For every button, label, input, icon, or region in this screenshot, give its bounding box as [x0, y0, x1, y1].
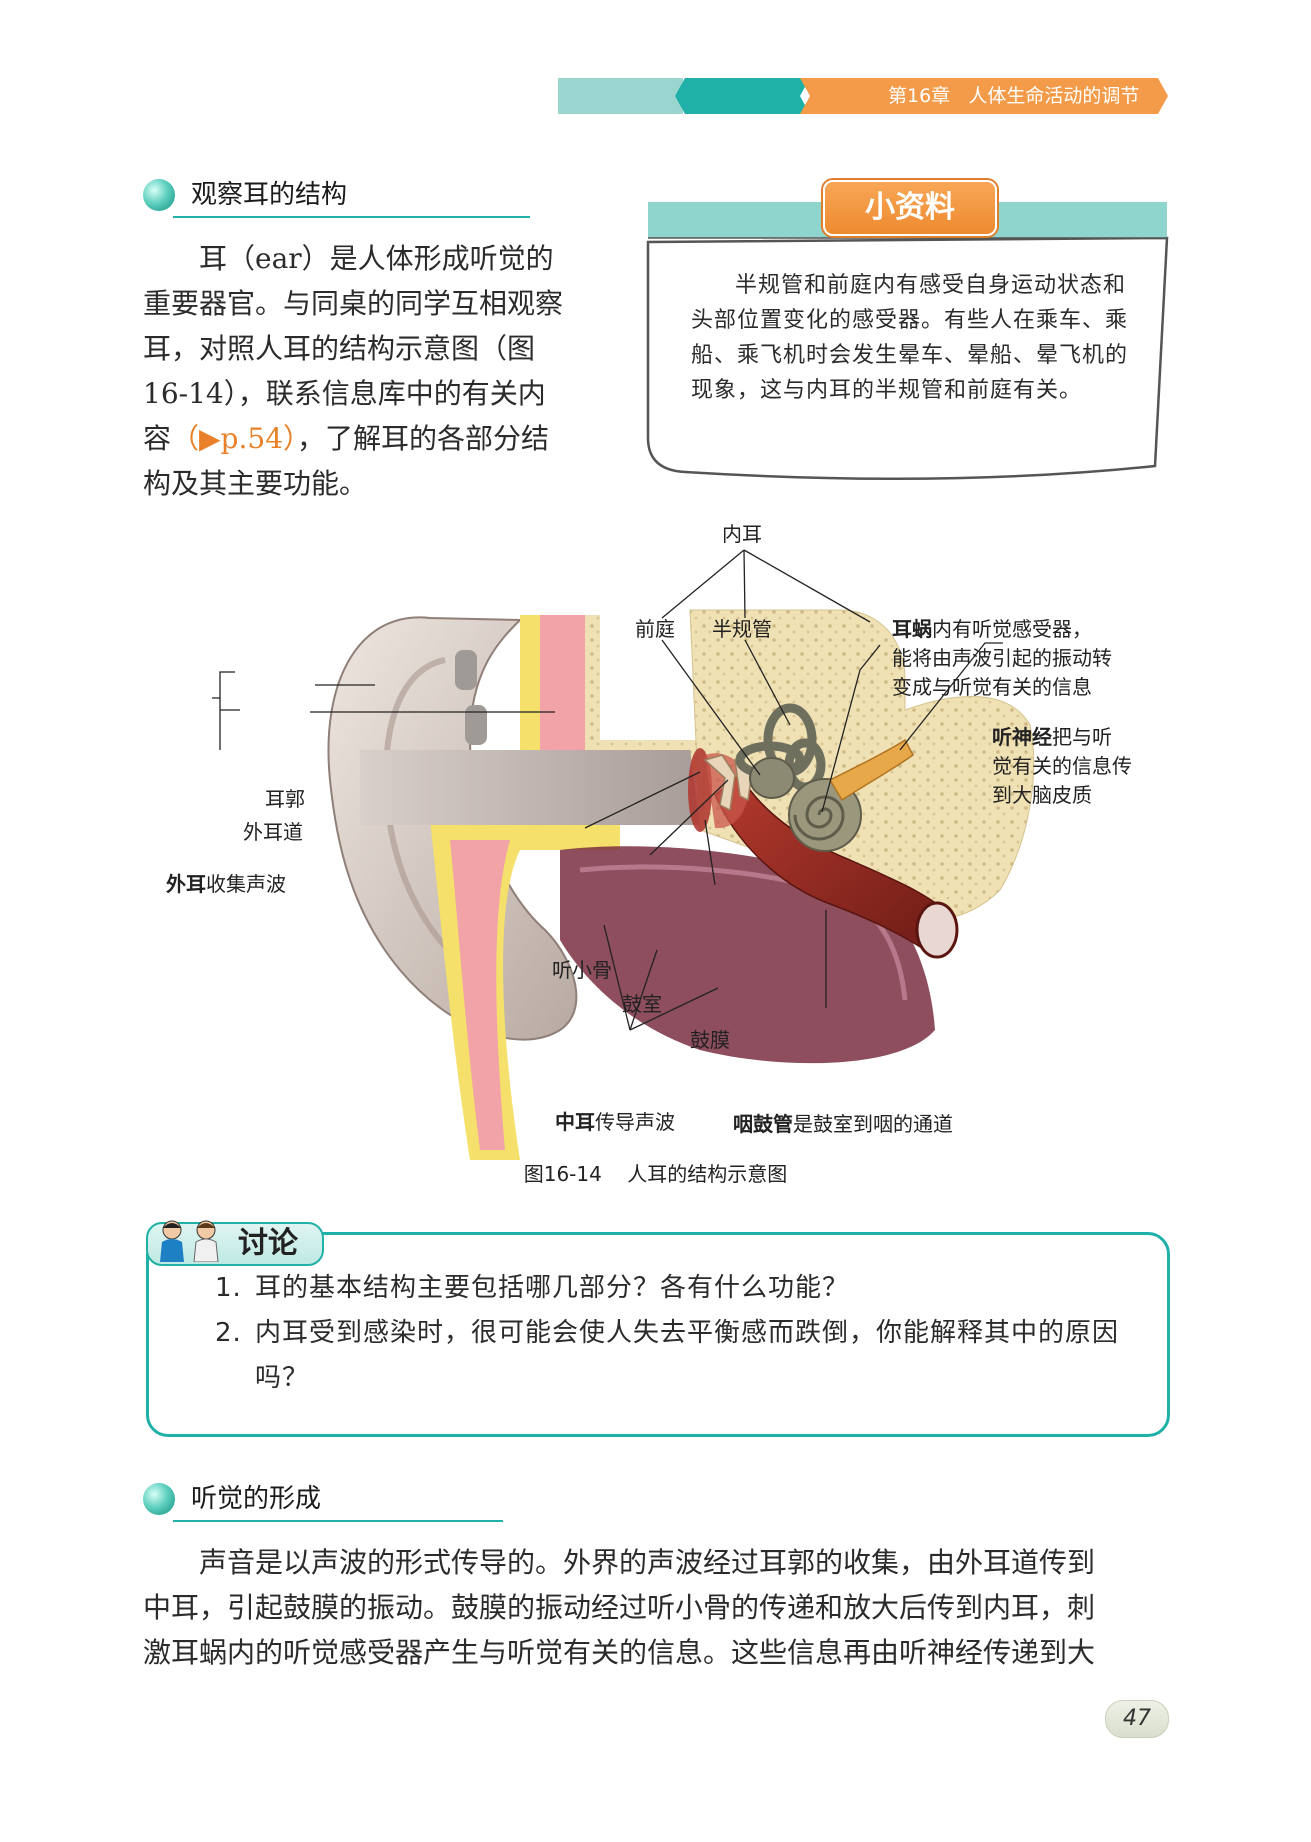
label-auricle: 耳郭 [265, 787, 305, 811]
label-auditory-nerve: 听神经把与听 觉有关的信息传 到大脑皮质 [992, 725, 1132, 807]
bullet-ball-icon [143, 179, 175, 211]
ear-illustration [212, 549, 1035, 1160]
ossicles-shape [703, 754, 736, 812]
paragraph-line: 中耳，引起鼓膜的振动。鼓膜的振动经过听小骨的传递和放大后传到内耳，刺 [143, 1591, 1096, 1624]
label-ear-canal: 外耳道 [243, 820, 303, 844]
header-band-segment [558, 78, 683, 114]
term-eustachian-tube: 咽鼓管 [733, 1112, 793, 1136]
paragraph-line: 声音是以声波的形式传导的。外界的声波经过耳郭的收集，由外耳道传到 [199, 1546, 1096, 1579]
auditory-nerve-shape [828, 738, 914, 802]
section-title: 听觉的形成 [191, 1484, 322, 1514]
label-inner-ear: 内耳 [722, 522, 762, 546]
ear-structure-figure: 内耳 前庭 半规管 耳蜗内有听觉感受器， 能将由声波引起的振动转 变成与听觉有关… [0, 510, 1311, 1200]
label-eardrum: 鼓膜 [690, 1028, 730, 1052]
paragraph-line: 激耳蜗内的听觉感受器产生与听觉有关的信息。这些信息再由听神经传递到大 [143, 1636, 1096, 1669]
chapter-title: 第16章 人体生命活动的调节 [888, 85, 1140, 107]
ear-canal [360, 750, 700, 825]
figure-caption: 图16-14 人耳的结构示意图 [523, 1162, 788, 1186]
leader-lines [212, 549, 1003, 1031]
discussion-question: 1. 耳的基本结构主要包括哪几部分？各有什么功能？ [215, 1273, 850, 1303]
paragraph-line: 耳，对照人耳的结构示意图（图 [143, 332, 536, 365]
discussion-title: 讨论 [238, 1226, 298, 1261]
header-band-segment [675, 78, 810, 114]
hearing-paragraph: 声音是以声波的形式传导的。外界的声波经过耳郭的收集，由外耳道传到 中耳，引起鼓膜… [143, 1540, 1173, 1675]
section-title: 观察耳的结构 [191, 180, 348, 210]
label-semicircular-canals: 半规管 [712, 617, 772, 641]
paragraph-line: 16-14），联系信息库中的有关内 [143, 377, 546, 410]
term-auditory-nerve: 听神经 [992, 725, 1052, 749]
page-number: 47 [1105, 1700, 1169, 1738]
paragraph-line: 构及其主要功能。 [143, 467, 368, 500]
term-middle-ear: 中耳 [555, 1110, 595, 1134]
header-band-chapter [800, 78, 1168, 114]
label-eustachian-tube: 咽鼓管是鼓室到咽的通道 [733, 1112, 953, 1136]
discussion-questions: 1. 耳的基本结构主要包括哪几部分？各有什么功能？ 2. 内耳受到感染时，很可能… [215, 1266, 1135, 1401]
bullet-ball-icon [143, 1483, 175, 1515]
label-ossicles: 听小骨 [552, 958, 612, 982]
discussion-tab [146, 1220, 324, 1266]
students-icon [160, 1220, 219, 1262]
label-middle-ear: 中耳传导声波 [555, 1110, 675, 1134]
heading-underline [173, 1520, 503, 1522]
label-vestibule: 前庭 [635, 617, 675, 641]
discussion-question: 2. 内耳受到感染时，很可能会使人失去平衡感而跌倒，你能解释其中的原因吗？ [215, 1318, 1120, 1393]
paragraph-line-with-ref: 容（▶p.54），了解耳的各部分结 [143, 422, 550, 455]
label-tympanic-cavity: 鼓室 [622, 992, 662, 1016]
term-outer-ear: 外耳 [166, 872, 206, 896]
info-box: 小资料 半规管和前庭内有感受自身运动状态和头部位置变化的感受器。有些人在乘车、乘… [645, 180, 1170, 483]
term-cochlea: 耳蜗 [892, 617, 932, 641]
info-box-tab: 小资料 [823, 180, 997, 236]
page-reference-link[interactable]: （▶p.54） [171, 422, 298, 455]
heading-underline [173, 216, 530, 218]
paragraph-line: 耳（ear）是人体形成听觉的 [199, 242, 554, 275]
intro-paragraph: 耳（ear）是人体形成听觉的 重要器官。与同桌的同学互相观察 耳，对照人耳的结构… [143, 236, 613, 506]
paragraph-line: 重要器官。与同桌的同学互相观察 [143, 287, 564, 320]
info-box-text: 半规管和前庭内有感受自身运动状态和头部位置变化的感受器。有些人在乘车、乘船、乘飞… [691, 273, 1129, 403]
eardrum-shape [688, 748, 712, 832]
label-outer-ear: 外耳收集声波 [166, 872, 286, 896]
discussion-box [146, 1232, 1170, 1437]
label-cochlea: 耳蜗内有听觉感受器， 能将由声波引起的振动转 变成与听觉有关的信息 [892, 617, 1112, 699]
